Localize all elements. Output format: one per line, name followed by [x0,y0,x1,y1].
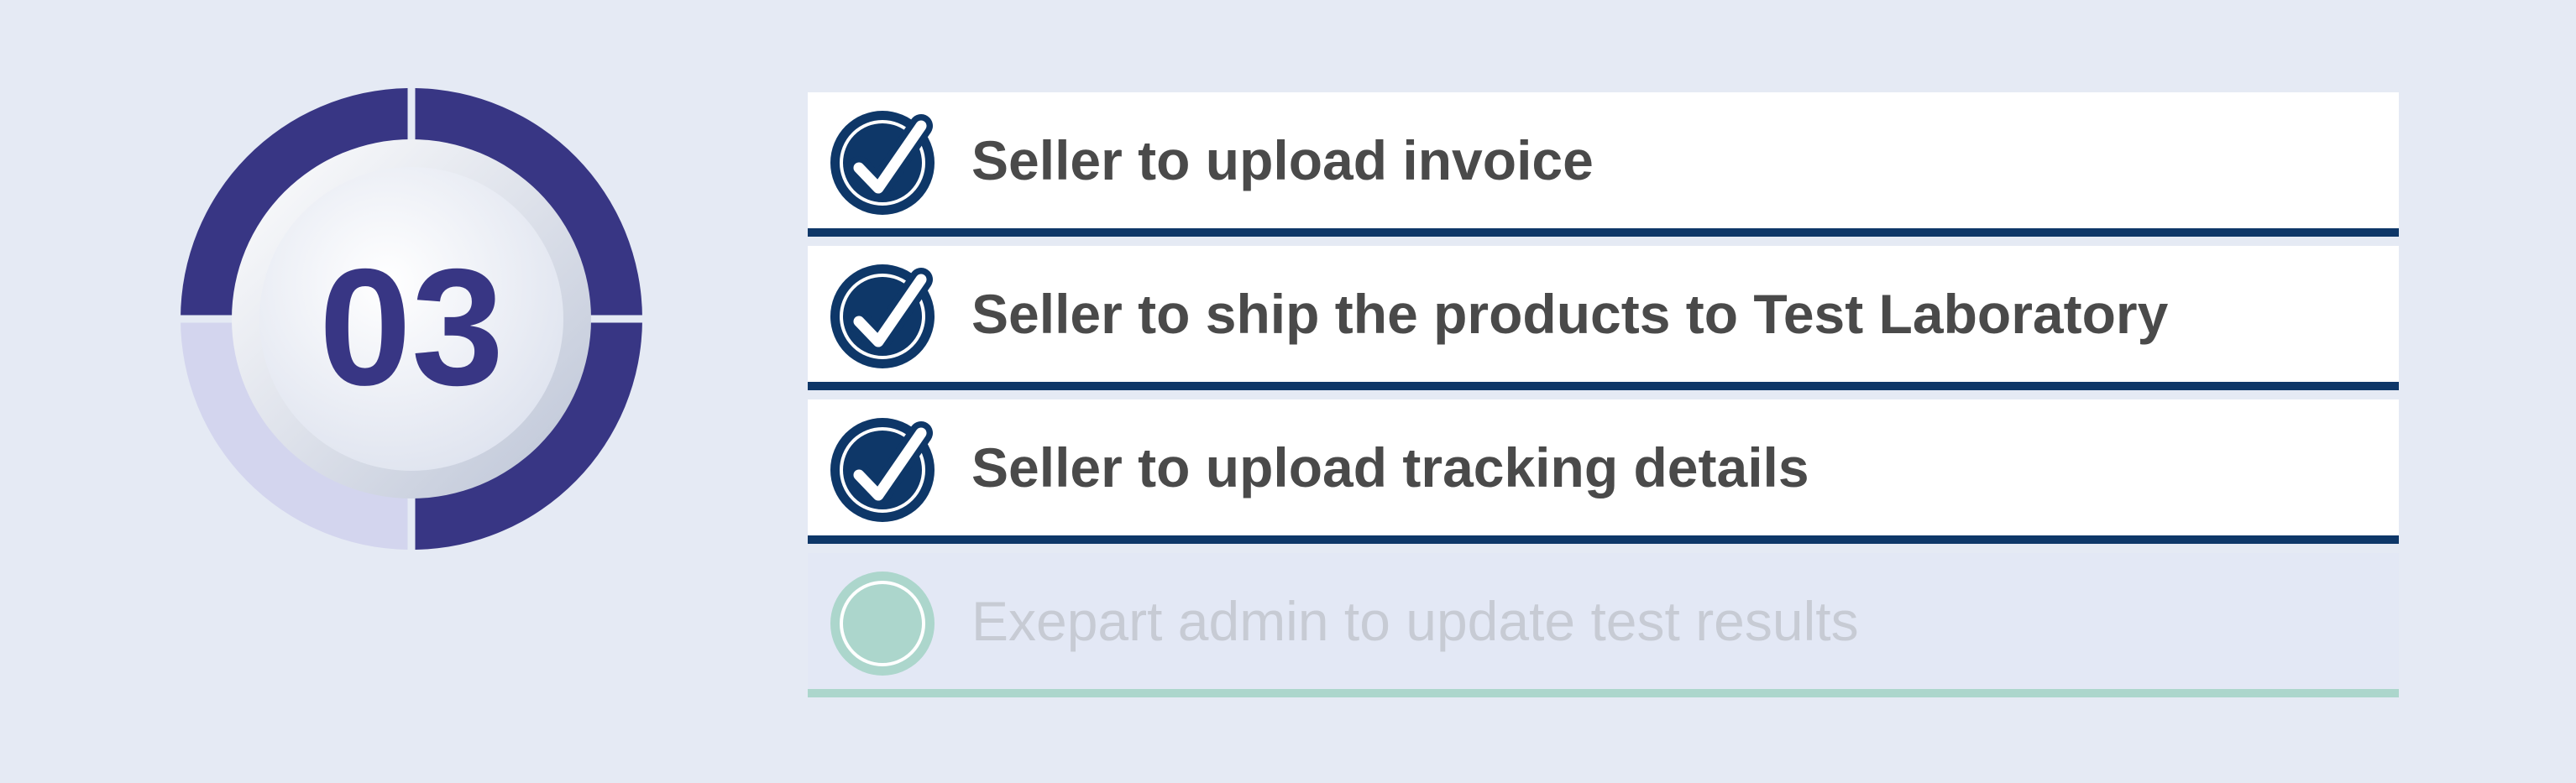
step-item-upload-invoice: Seller to upload invoice [808,92,2399,237]
check-circle-icon [830,111,935,215]
progress-ring: 03 [176,84,647,554]
progress-ring-graphic: 03 [176,84,647,554]
ring-center [259,167,563,471]
step-label: Seller to ship the products to Test Labo… [971,283,2169,345]
step-item-upload-tracking: Seller to upload tracking details [808,399,2399,544]
check-circle-icon [830,264,935,368]
step-label: Seller to upload tracking details [971,436,1809,499]
empty-circle-icon [830,572,935,676]
step-label: Exepart admin to update test results [971,590,1859,652]
check-circle-icon [830,418,935,522]
step-list: Seller to upload invoice Seller to ship … [808,92,2399,707]
step-number: 03 [319,234,504,420]
step-item-update-results: Exepart admin to update test results [808,553,2399,697]
step-item-ship-products: Seller to ship the products to Test Labo… [808,246,2399,390]
step-label: Seller to upload invoice [971,129,1594,191]
